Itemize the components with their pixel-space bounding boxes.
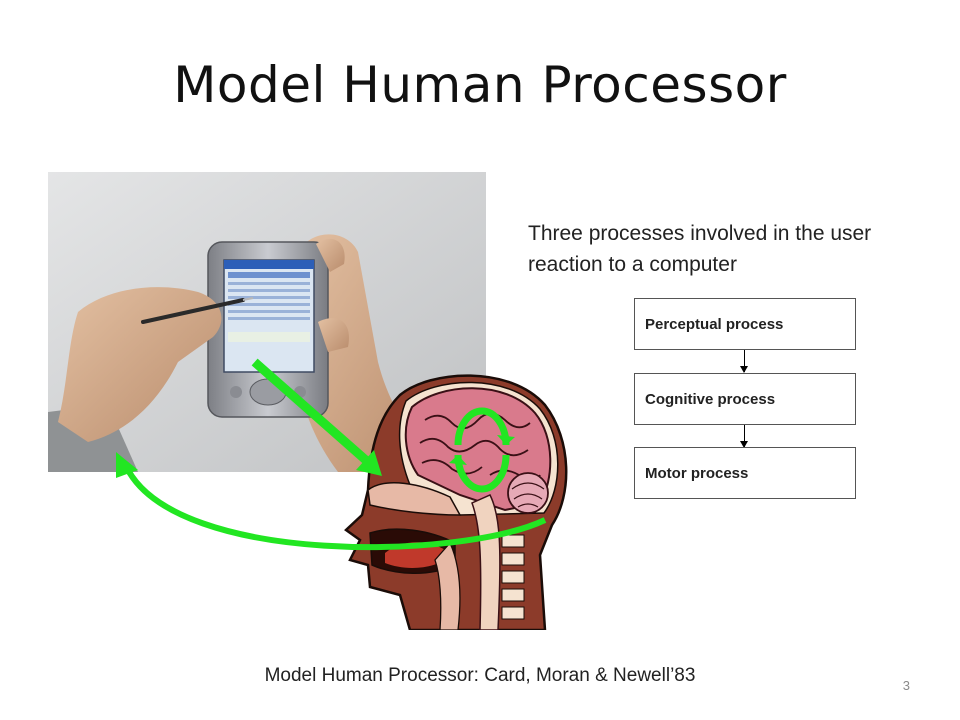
motor-process-box: Motor process — [634, 447, 856, 499]
head-cross-section-illustration — [344, 374, 568, 630]
arrow-down-icon — [740, 350, 748, 373]
arrow-down-icon — [740, 425, 748, 448]
slide-number: 3 — [902, 678, 910, 693]
citation-caption: Model Human Processor: Card, Moran & New… — [264, 665, 696, 686]
slide-title: Model Human Processor — [173, 56, 787, 114]
processes-description: Three processes involved in the user rea… — [528, 222, 872, 276]
cognitive-process-box: Cognitive process — [634, 373, 856, 425]
perceptual-process-box: Perceptual process — [634, 298, 856, 350]
pda-photo — [48, 172, 486, 472]
